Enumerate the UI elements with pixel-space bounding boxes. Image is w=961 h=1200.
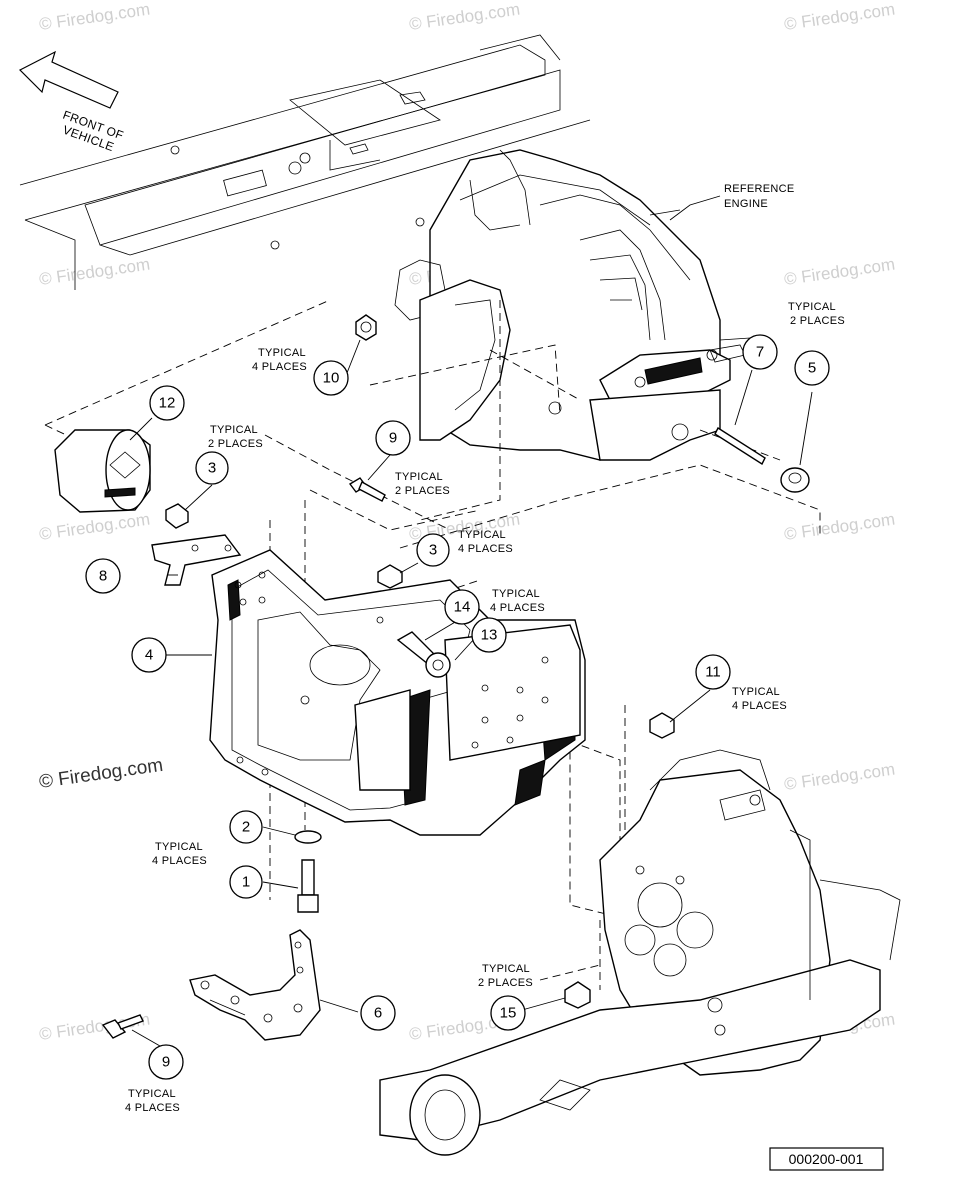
callout-4: 4 (131, 637, 167, 673)
callout-7: 7 (742, 334, 778, 370)
callout-3a: 3 (195, 451, 229, 485)
callout-10: 10 (313, 360, 349, 396)
note-14-line1: TYPICAL (492, 588, 540, 600)
callout-5: 5 (794, 350, 830, 386)
note-11-line1: TYPICAL (732, 686, 780, 698)
vehicle-frame (19, 34, 591, 290)
svg-text:10: 10 (323, 370, 340, 387)
watermark: © Firedog.com (38, 255, 151, 289)
svg-text:9: 9 (162, 1054, 170, 1071)
callout-11: 11 (695, 654, 731, 690)
svg-text:7: 7 (756, 344, 764, 361)
svg-text:5: 5 (808, 360, 816, 377)
reference-number: 000200-001 (789, 1151, 864, 1167)
note-12-line2: 2 PLACES (208, 438, 263, 450)
svg-text:8: 8 (99, 568, 107, 585)
watermark: © Firedog.com (38, 0, 151, 34)
callout-2: 2 (229, 810, 263, 844)
note-3-line2: 4 PLACES (458, 543, 513, 555)
callout-12: 12 (149, 385, 185, 421)
note-9top-line1: TYPICAL (395, 471, 443, 483)
note-7-line2: 2 PLACES (790, 315, 845, 327)
watermark: © Firedog.com (783, 255, 896, 289)
svg-text:15: 15 (500, 1005, 517, 1022)
watermark: © Firedog.com (38, 1010, 151, 1044)
watermark: © Firedog.com (783, 760, 896, 794)
watermark-dark: © Firedog.com (38, 755, 165, 793)
part-12-mount (54, 429, 151, 513)
callout-8: 8 (85, 558, 121, 594)
reference-engine-label-2: ENGINE (724, 198, 768, 210)
note-15-line1: TYPICAL (482, 963, 530, 975)
callout-14: 14 (444, 589, 480, 625)
svg-text:13: 13 (481, 627, 498, 644)
svg-text:14: 14 (454, 599, 471, 616)
svg-text:1: 1 (242, 874, 250, 891)
front-of-vehicle-arrow: FRONT OF VEHICLE (18, 50, 125, 154)
note-2-line2: 4 PLACES (152, 855, 207, 867)
callout-9b: 9 (148, 1044, 184, 1080)
callout-13: 13 (471, 617, 507, 653)
note-9top-line2: 2 PLACES (395, 485, 450, 497)
reference-engine-label-1: REFERENCE (724, 183, 795, 195)
note-2-line1: TYPICAL (155, 841, 203, 853)
note-3-line1: TYPICAL (458, 529, 506, 541)
note-9bot-line1: TYPICAL (128, 1088, 176, 1100)
svg-text:2: 2 (242, 819, 250, 836)
callout-1: 1 (229, 865, 263, 899)
watermark: © Firedog.com (408, 0, 521, 34)
part-6-lower-bracket (189, 929, 321, 1041)
part-8-bracket (151, 534, 242, 586)
svg-text:6: 6 (374, 1005, 382, 1022)
svg-text:9: 9 (389, 430, 397, 447)
watermark: © Firedog.com (783, 0, 896, 34)
notes: TYPICAL 4 PLACES TYPICAL 2 PLACES TYPICA… (125, 301, 845, 1114)
transaxle (379, 749, 901, 1156)
watermark: © Firedog.com (783, 510, 896, 544)
hardware (101, 314, 810, 1039)
callout-3b: 3 (416, 533, 450, 567)
callout-15: 15 (490, 995, 526, 1031)
note-15-line2: 2 PLACES (478, 977, 533, 989)
callout-6: 6 (360, 995, 396, 1031)
note-7-line1: TYPICAL (788, 301, 836, 313)
svg-text:3: 3 (208, 460, 216, 477)
note-14-line2: 4 PLACES (490, 602, 545, 614)
note-10-line1: TYPICAL (258, 347, 306, 359)
callout-9a: 9 (375, 420, 411, 456)
svg-text:12: 12 (159, 395, 176, 412)
note-11-line2: 4 PLACES (732, 700, 787, 712)
reference-engine (394, 149, 751, 461)
svg-text:4: 4 (145, 647, 153, 664)
note-10-line2: 4 PLACES (252, 361, 307, 373)
svg-text:11: 11 (705, 664, 721, 681)
svg-text:3: 3 (429, 542, 437, 559)
note-12-line1: TYPICAL (210, 424, 258, 436)
note-9bot-line2: 4 PLACES (125, 1102, 180, 1114)
watermark: © Firedog.com (38, 510, 151, 544)
reference-number-box: 000200-001 (769, 1147, 884, 1171)
